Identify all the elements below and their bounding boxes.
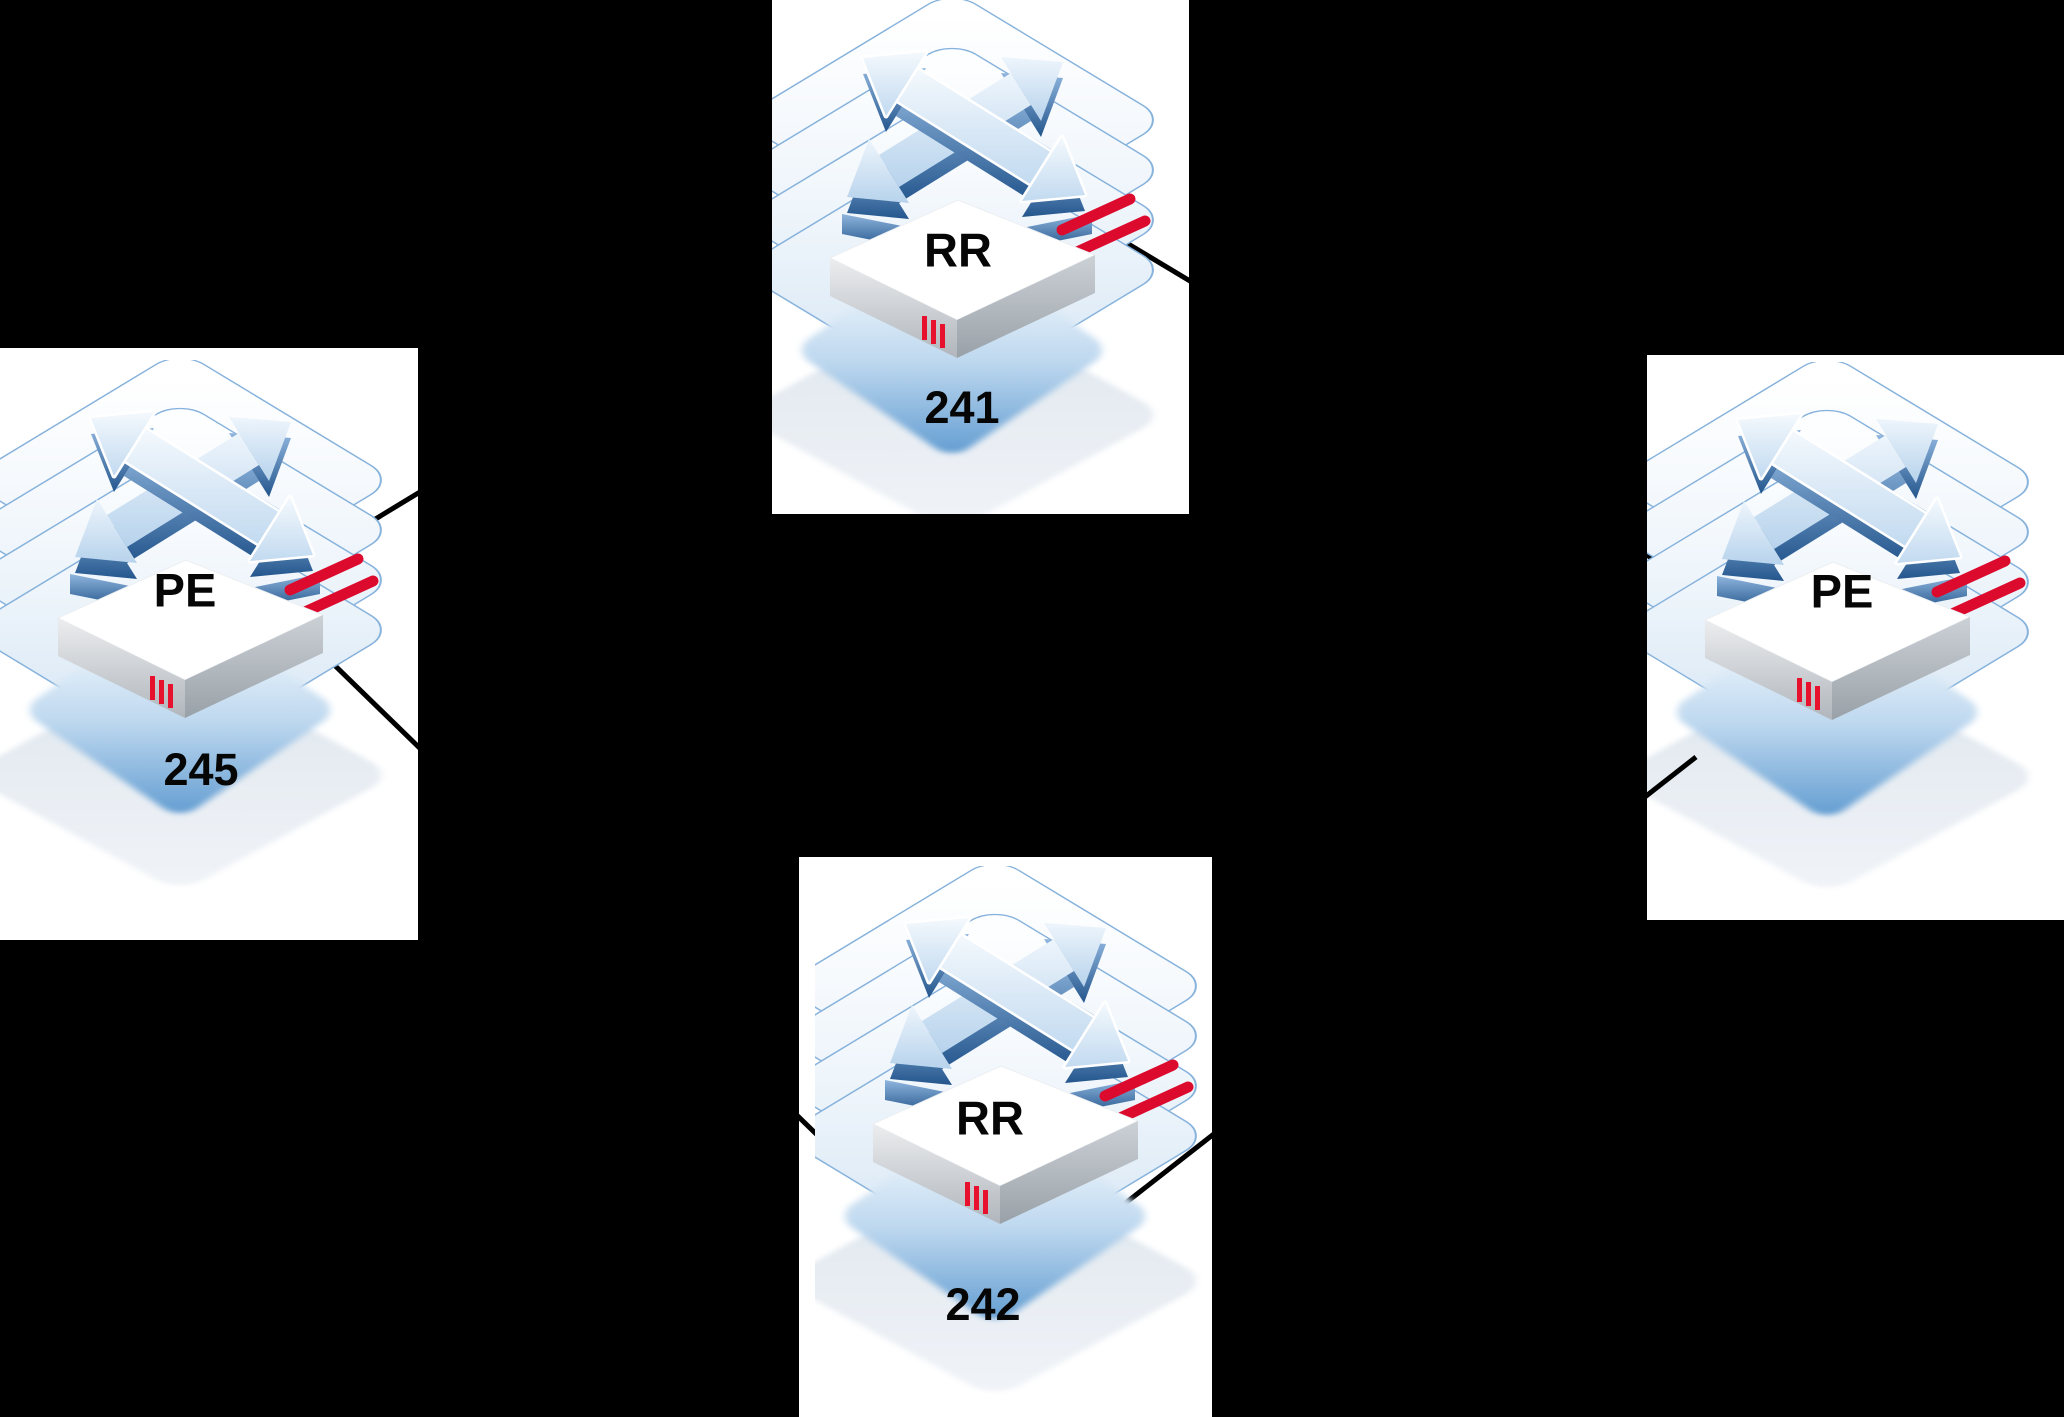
node-number-label-pe-245: 245 <box>163 744 239 795</box>
node-rr-241: RR 241 <box>772 0 1189 514</box>
node-role-label-pe-right: PE <box>1810 564 1874 618</box>
node-number-label-rr-242: 242 <box>945 1279 1021 1330</box>
router-icon <box>0 360 417 905</box>
node-number-label-rr-241: 241 <box>924 382 1000 433</box>
router-icon <box>1647 362 2064 907</box>
node-role-label-pe-245: PE <box>153 563 217 617</box>
link-rr-242-pe-right <box>1098 755 1698 1225</box>
node-rr-242: RR 242 <box>799 857 1212 1417</box>
node-pe-245: PE 245 <box>0 348 418 940</box>
node-role-label-rr-242: RR <box>956 1091 1024 1145</box>
node-pe-right: PE <box>1647 355 2064 920</box>
node-role-label-rr-241: RR <box>924 223 992 277</box>
